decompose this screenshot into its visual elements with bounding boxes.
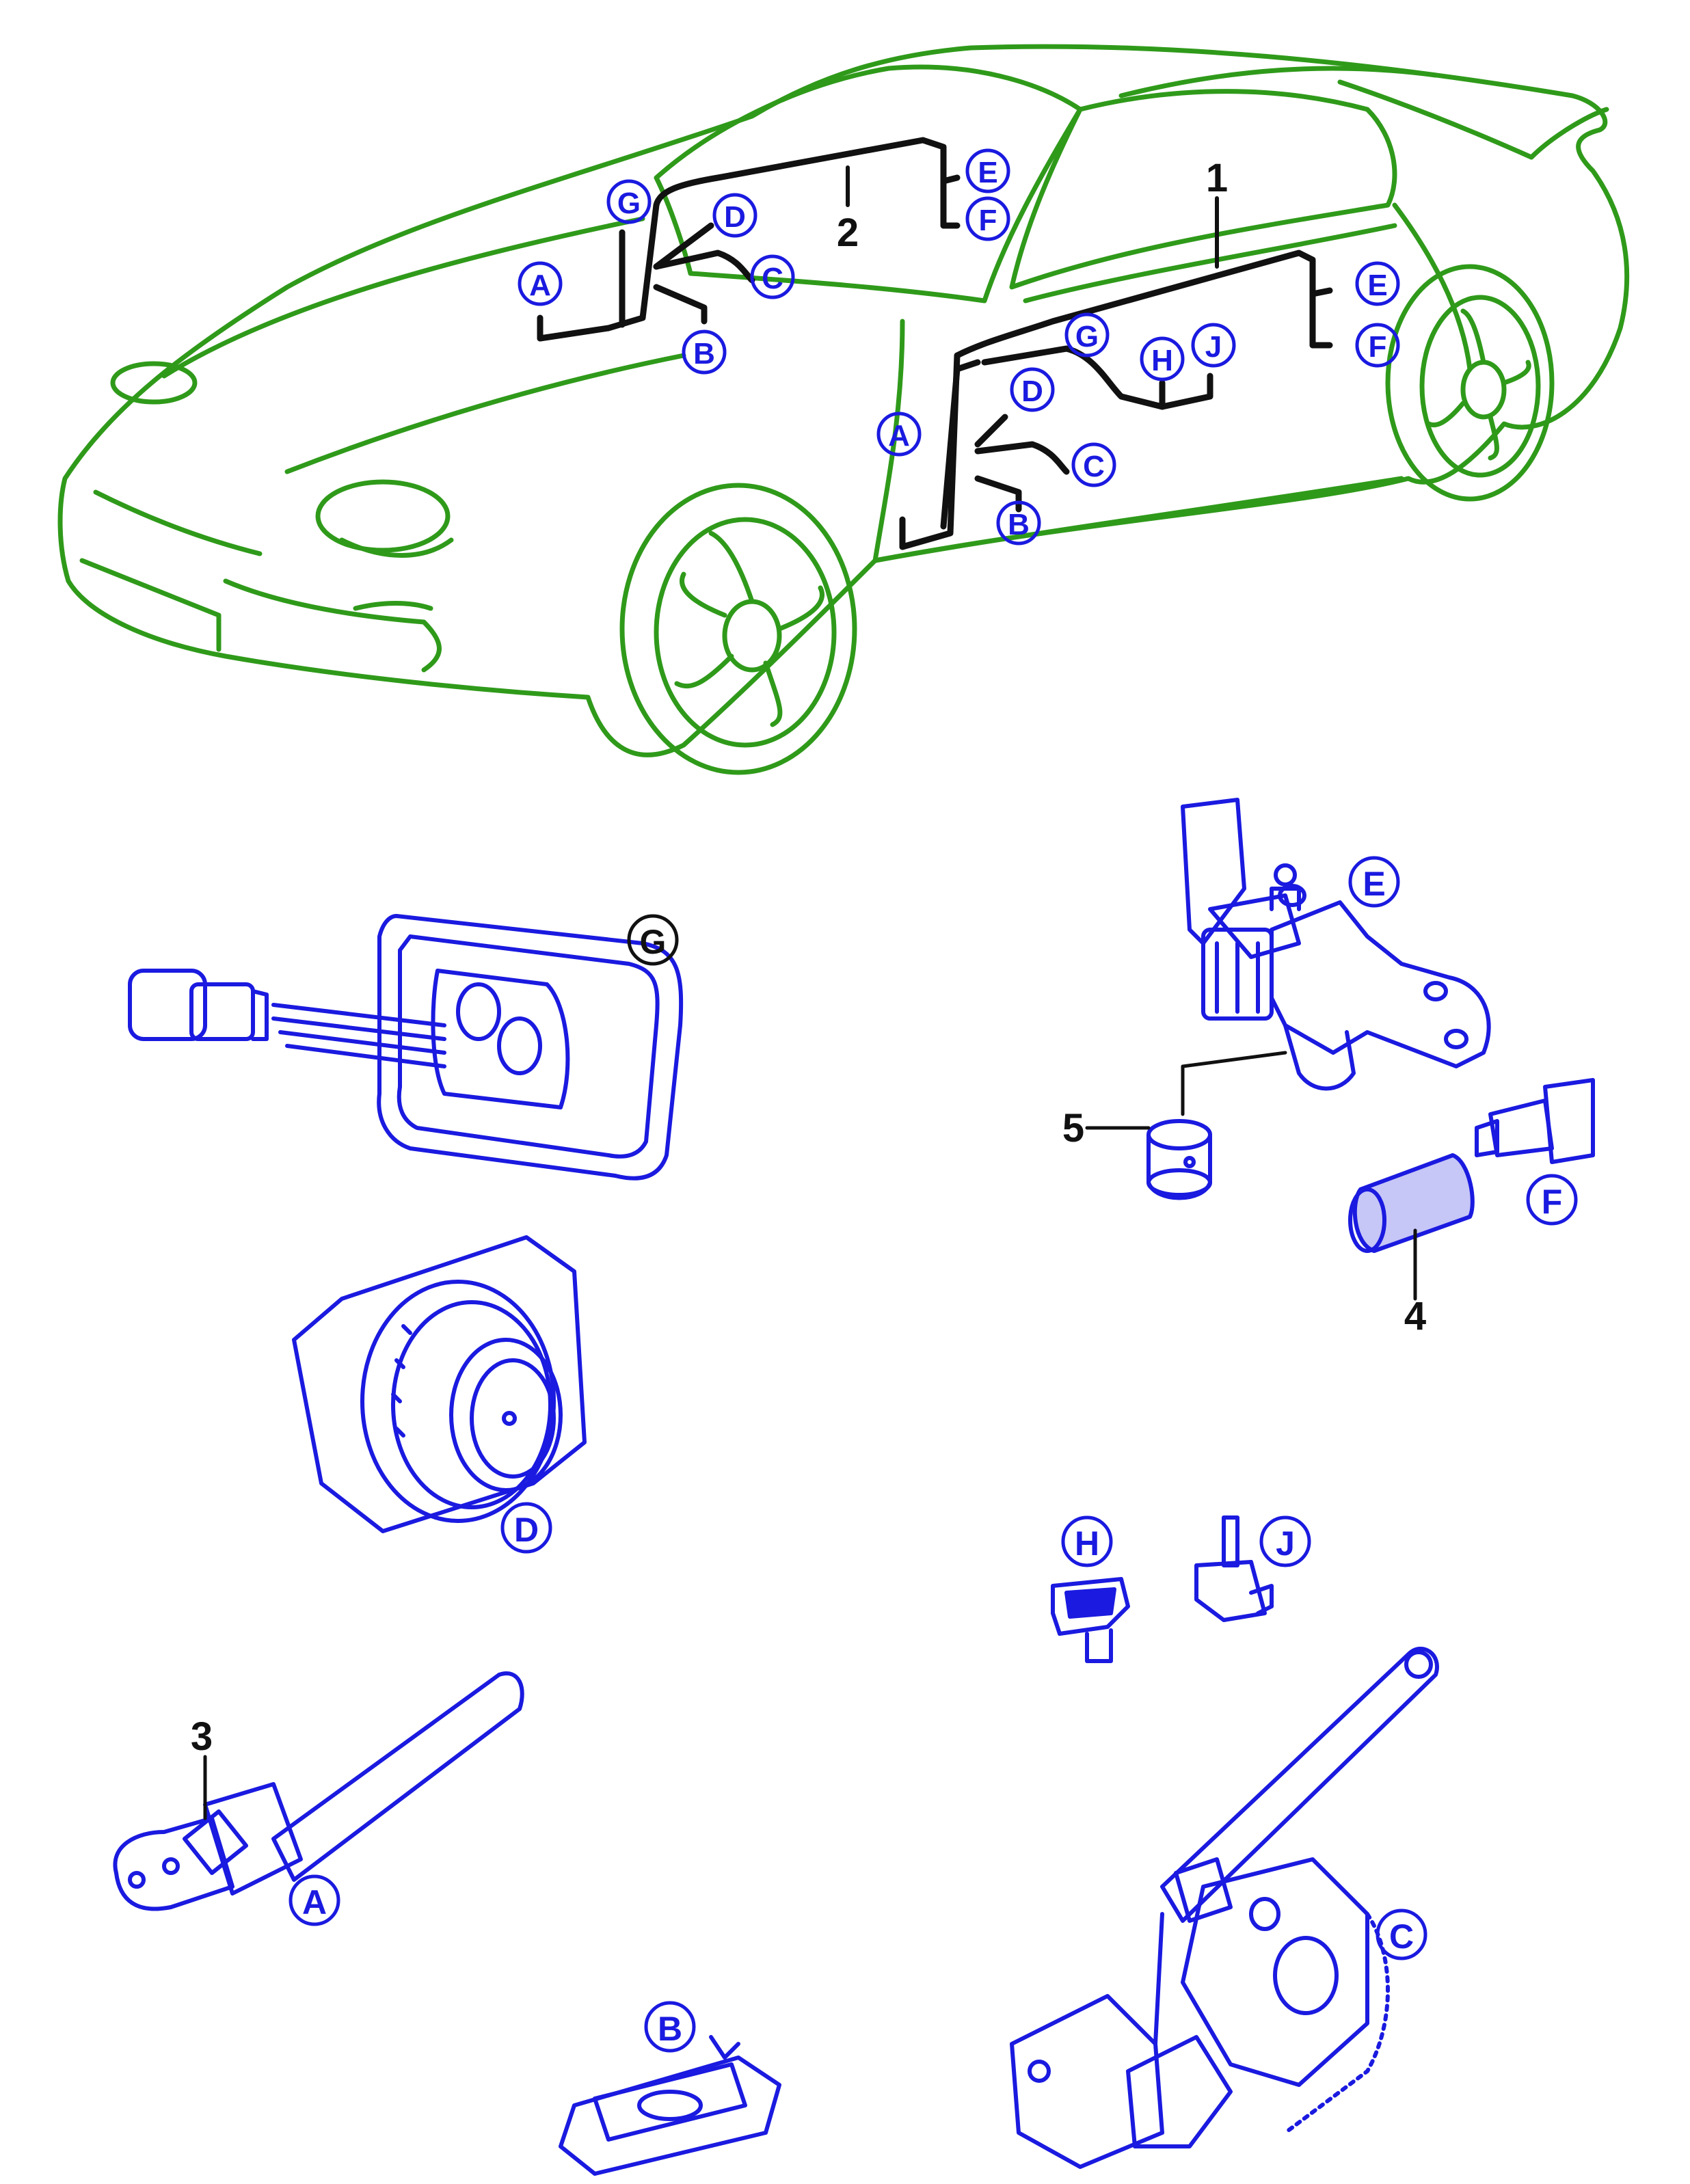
- svg-text:B: B: [693, 337, 715, 370]
- filter-part-4: [1348, 1153, 1475, 1253]
- svg-text:H: H: [1075, 1524, 1099, 1563]
- switch-part-h: [1051, 1577, 1130, 1663]
- svg-text:D: D: [514, 1511, 539, 1549]
- svg-text:F: F: [979, 204, 997, 237]
- svg-text:A: A: [888, 419, 910, 453]
- svg-text:J: J: [1276, 1524, 1295, 1563]
- lock-cylinder-part-a: [113, 1671, 524, 1911]
- callout-d-part: D: [500, 1502, 552, 1554]
- svg-text:A: A: [529, 269, 551, 302]
- harness-number-1: 1: [1206, 156, 1228, 200]
- lamp-part-b: [559, 2035, 781, 2176]
- callout-g-harness-1: G: [1064, 312, 1110, 358]
- callout-g-part: G: [627, 914, 679, 966]
- switch-part-j: [1194, 1515, 1274, 1622]
- svg-text:B: B: [1008, 508, 1030, 541]
- callout-c-harness-1: C: [1071, 442, 1116, 487]
- callout-c-harness-2: C: [750, 254, 795, 299]
- svg-text:H: H: [1151, 344, 1173, 377]
- svg-text:B: B: [658, 2010, 682, 2048]
- callout-e-harness-1: E: [1355, 261, 1400, 306]
- part-number-4: 4: [1404, 1294, 1426, 1338]
- svg-text:A: A: [302, 1883, 327, 1922]
- svg-text:G: G: [617, 187, 641, 220]
- callout-d-harness-2: D: [712, 193, 757, 238]
- callout-c-part: C: [1376, 1909, 1427, 1960]
- callout-g-harness-2: G: [606, 179, 652, 224]
- callout-b-harness-1: B: [996, 500, 1041, 545]
- callout-a-harness-1: A: [876, 412, 922, 457]
- callout-f-harness-1: F: [1355, 323, 1400, 368]
- callout-e-part: E: [1348, 856, 1400, 908]
- svg-text:C: C: [1083, 450, 1105, 483]
- svg-text:F: F: [1542, 1183, 1563, 1221]
- svg-text:E: E: [1367, 269, 1387, 302]
- callout-e-harness-2: E: [965, 148, 1010, 193]
- callout-a-part: A: [289, 1874, 340, 1926]
- callout-h-harness-1: H: [1140, 336, 1185, 381]
- part-numbers: 2 1 5 4 3: [191, 156, 1426, 1759]
- svg-text:E: E: [1363, 865, 1385, 903]
- svg-text:F: F: [1369, 330, 1387, 364]
- motor-part-e: [1181, 798, 1491, 1091]
- callout-a-harness-2: A: [518, 261, 563, 306]
- svg-text:G: G: [640, 923, 667, 961]
- part-number-3: 3: [191, 1714, 213, 1759]
- callout-f-part: F: [1526, 1174, 1578, 1226]
- svg-text:E: E: [978, 156, 997, 189]
- fitting-part-f: [1475, 1078, 1595, 1164]
- callout-b-harness-2: B: [682, 329, 727, 375]
- car-outline: [57, 44, 1630, 775]
- svg-text:C: C: [762, 262, 783, 295]
- svg-text:C: C: [1389, 1917, 1414, 1956]
- component-drawings: [113, 798, 1595, 2176]
- speaker-part-d: [292, 1235, 587, 1533]
- callout-h-part: H: [1061, 1515, 1113, 1567]
- window-regulator-part-c: [1010, 1647, 1439, 2169]
- wiring-harnesses: [537, 137, 1333, 550]
- leader-lines: [203, 1051, 1417, 1820]
- svg-text:J: J: [1205, 330, 1222, 364]
- harness-1-trunk: [899, 250, 1316, 550]
- harness-2-trunk: [537, 137, 947, 342]
- callout-f-harness-2: F: [965, 196, 1010, 241]
- callout-j-harness-1: J: [1191, 323, 1236, 368]
- part-number-5: 5: [1062, 1106, 1084, 1150]
- cap-part-5: [1146, 1119, 1212, 1200]
- callout-letters: A G D C B E F A: [289, 148, 1578, 2053]
- lamp-housing-part-g: [128, 914, 684, 1181]
- callout-j-part: J: [1259, 1515, 1311, 1567]
- svg-text:D: D: [1021, 375, 1043, 408]
- svg-text:D: D: [724, 200, 746, 234]
- callout-d-harness-1: D: [1010, 367, 1055, 412]
- callout-b-part: B: [644, 2001, 696, 2053]
- svg-text:G: G: [1075, 320, 1099, 353]
- harness-number-2: 2: [837, 211, 859, 255]
